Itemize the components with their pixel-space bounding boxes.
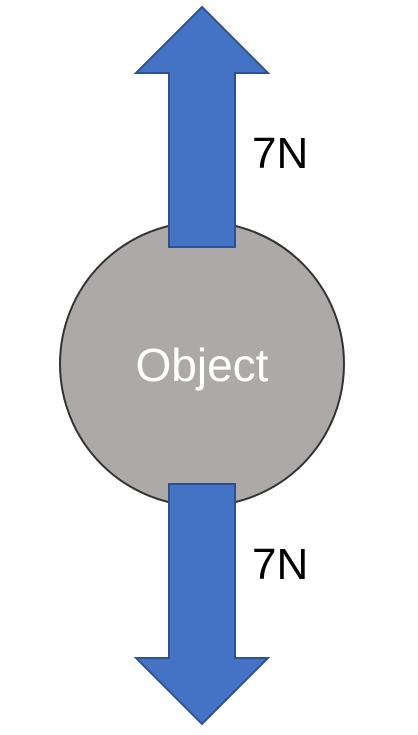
force-arrow-down (133, 483, 271, 726)
force-label-down: 7N (252, 540, 309, 589)
object-label: Object (135, 339, 269, 391)
force-label-up: 7N (252, 129, 309, 178)
force-arrow-up (133, 5, 271, 248)
